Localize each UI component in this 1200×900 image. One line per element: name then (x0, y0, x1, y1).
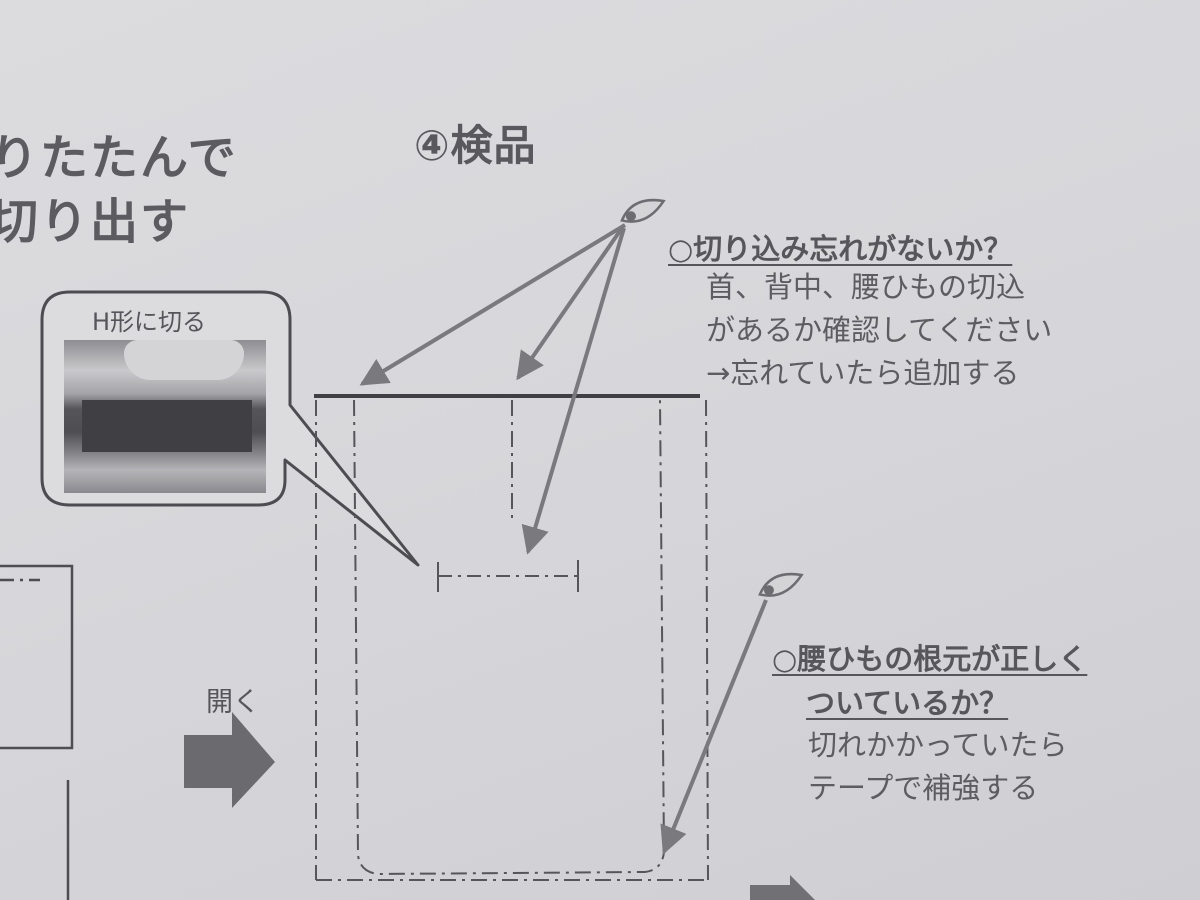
check1-line2: があるか確認してください (706, 313, 1053, 347)
eye-icon (758, 572, 804, 597)
section-title: ④検品 (414, 121, 537, 170)
open-arrow-icon (184, 712, 275, 808)
check1-line3: →忘れていたら追加する (706, 356, 1020, 390)
open-label: 開く (206, 687, 260, 718)
check2-title-line1: ○腰ひもの根元が正しく (772, 642, 1088, 676)
check2-line1: 切れかかっていたら (808, 728, 1068, 762)
cutting-photo (64, 340, 266, 493)
callout-label: H形に切る (92, 308, 207, 336)
step-heading-line1: りたたんで (0, 130, 238, 186)
check1-title: ○切り込み忘れがないか？ (668, 232, 1013, 266)
step-heading-line2: 切り出す (0, 194, 191, 250)
check1-line1: 首、背中、腰ひもの切込 (706, 270, 1026, 304)
eye-icon (620, 198, 666, 223)
previous-step-panel (0, 564, 74, 900)
inspection-arrows (359, 223, 768, 855)
check2-line2: テープで補強する (808, 771, 1039, 805)
next-arrow-icon (750, 875, 815, 900)
check2-title-line2: ついているか？ (806, 686, 1009, 720)
garment-outline (314, 394, 709, 881)
